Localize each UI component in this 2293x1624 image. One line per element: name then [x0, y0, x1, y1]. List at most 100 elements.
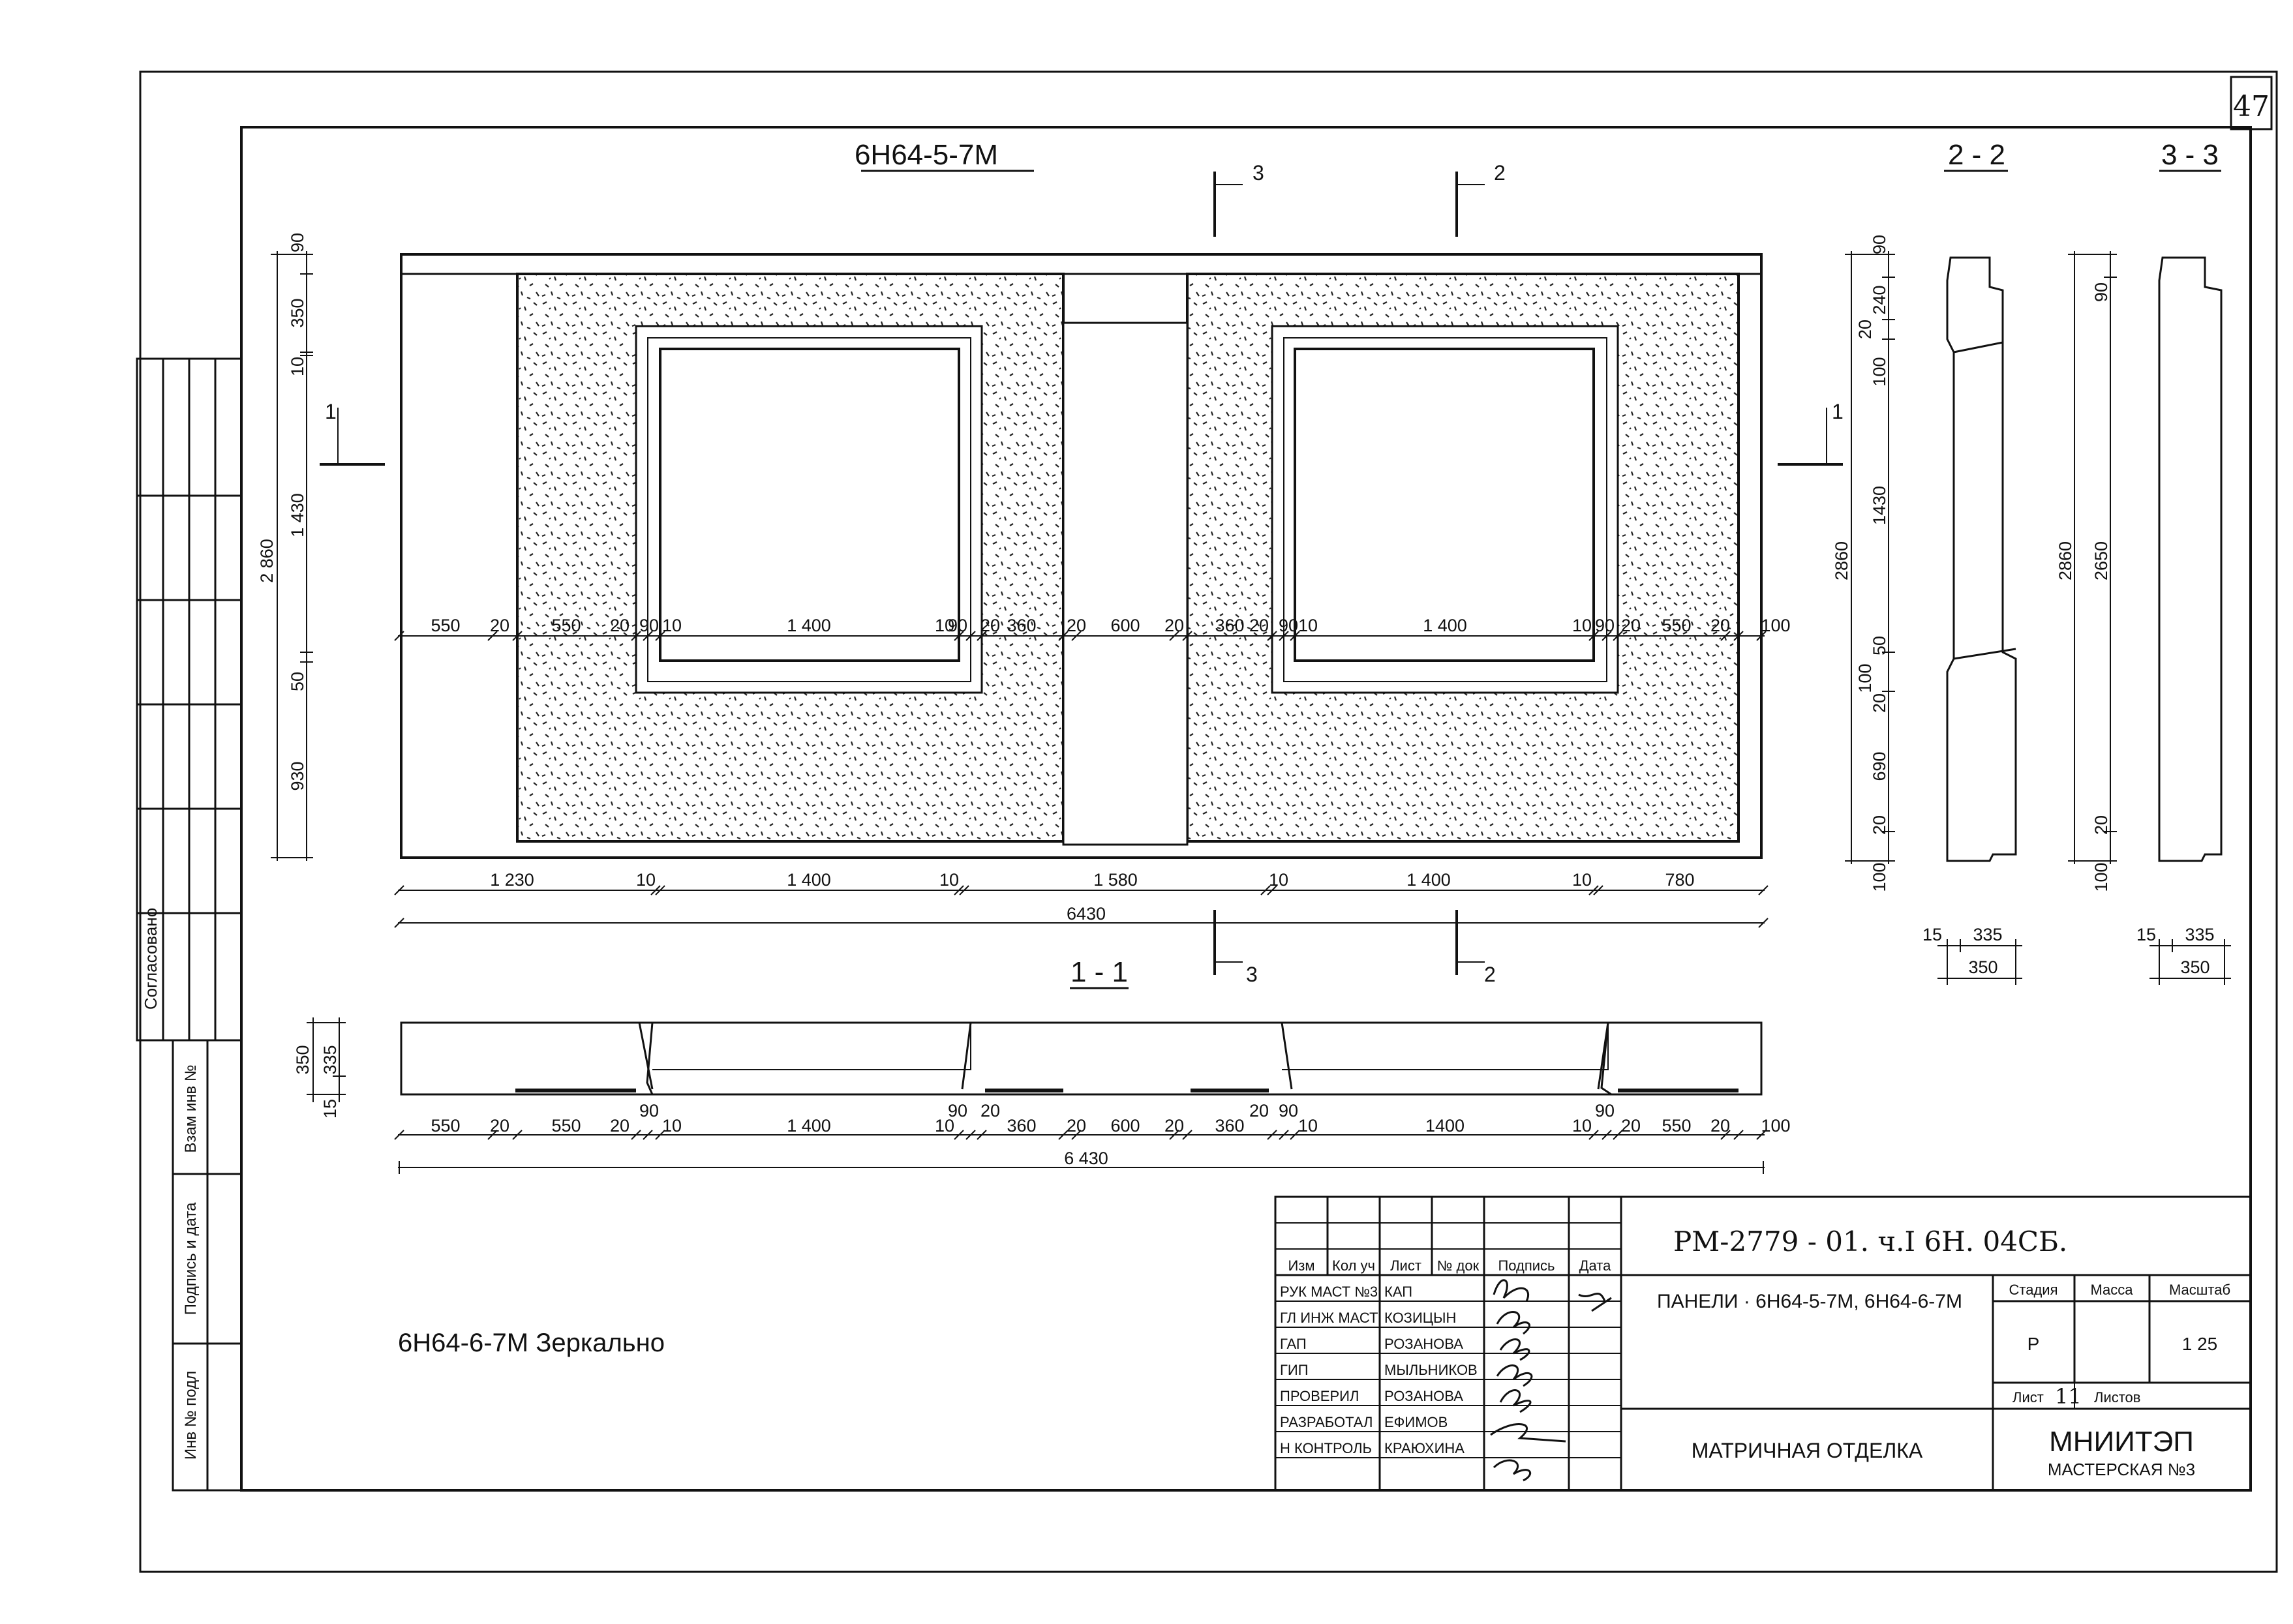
title-block-grid	[1274, 1195, 2252, 1492]
dim-tick	[1169, 1130, 1179, 1140]
sheet-number-box	[2230, 76, 2273, 130]
dim-label: 20	[1710, 616, 1730, 635]
section-22-profile	[1946, 256, 2017, 862]
strip-inv-label: Инв № подл	[182, 1371, 200, 1460]
dim-label: 2860	[1832, 541, 1851, 580]
dim-label: 550	[551, 1116, 581, 1135]
section-22-dim-lines	[1845, 251, 1895, 864]
dim-tick	[1602, 631, 1612, 641]
tb-role: ПРОВЕРИЛ	[1280, 1388, 1359, 1404]
section-33-profile	[2158, 256, 2223, 862]
section-33-title: 3 - 3	[2161, 139, 2219, 171]
dim-label: 360	[1007, 616, 1036, 635]
dim-label: 10	[1572, 616, 1592, 635]
dim-label: 20	[2091, 815, 2111, 835]
document-name: ПАНЕЛИ · 6Н64-5-7М, 6Н64-6-7М	[1657, 1291, 1962, 1312]
dim-label: 360	[1007, 1116, 1036, 1135]
dim-tick	[977, 631, 987, 641]
tb-role: Н КОНТРОЛЬ	[1280, 1440, 1372, 1456]
dim-tick	[394, 918, 404, 928]
dim-tick	[394, 1130, 404, 1140]
dim-label: 240	[1870, 285, 1889, 314]
dim-label: 15	[2136, 925, 2156, 944]
tb-person: МЫЛЬНИКОВ	[1384, 1362, 1478, 1378]
sheets-label: Листов	[2094, 1389, 2140, 1406]
section-33-bottom-dim-lines	[2149, 939, 2231, 985]
dim-tick	[1588, 1130, 1599, 1140]
dim-label: 10	[1269, 870, 1288, 890]
dim-tick	[394, 885, 404, 895]
dim-tick	[1733, 631, 1744, 641]
dim-tick	[1602, 1130, 1612, 1140]
dim-label: 600	[1110, 616, 1140, 635]
dim-label: 10	[1298, 616, 1318, 635]
dim-label: 20	[1249, 1101, 1269, 1120]
tb-person: ЕФИМОВ	[1384, 1414, 1448, 1430]
document-subtitle: МАТРИЧНАЯ ОТДЕЛКА	[1692, 1439, 1923, 1462]
dim-label: 15	[320, 1099, 340, 1119]
dim-label: 20	[1710, 1116, 1730, 1135]
dim-tick	[977, 1130, 987, 1140]
tb-person: КАП	[1384, 1284, 1412, 1300]
dim-tick	[1267, 631, 1277, 641]
dim-label: 2650	[2091, 541, 2111, 580]
cut-mark-label: 2	[1484, 963, 1496, 986]
cut-mark-label: 1	[325, 400, 337, 423]
dim-label: 90	[948, 616, 967, 635]
outer-frame	[139, 70, 2278, 1573]
dim-label: 20	[610, 1116, 630, 1135]
cut-mark-label: 3	[1246, 963, 1258, 986]
cut-mark-label: 2	[1494, 161, 1506, 185]
section-11-overall-dim: 6 430	[1064, 1149, 1108, 1168]
section-22-bottom-dim-lines	[1937, 939, 2022, 985]
tb-col-header: Лист	[1390, 1257, 1421, 1274]
dim-tick	[1182, 1130, 1192, 1140]
dim-label: 20	[1855, 320, 1875, 339]
dim-label: 20	[1870, 815, 1889, 835]
dim-tick	[1733, 1130, 1744, 1140]
dim-tick	[1071, 631, 1082, 641]
dim-tick	[655, 885, 665, 895]
main-overall-dim: 6430	[1067, 904, 1106, 924]
dim-label: 90	[639, 1101, 659, 1120]
dim-label: 90	[2091, 282, 2111, 302]
dim-label: 20	[1621, 616, 1641, 635]
tb-person: РОЗАНОВА	[1384, 1336, 1463, 1352]
dim-label: 50	[288, 672, 307, 691]
dim-tick	[1260, 885, 1271, 895]
section-11-profile	[400, 1021, 1763, 1096]
dim-tick	[1182, 631, 1192, 641]
tb-role: РАЗРАБОТАЛ	[1280, 1414, 1373, 1430]
dim-label: 10	[939, 870, 959, 890]
dim-tick	[1588, 885, 1599, 895]
dim-label: 690	[1870, 751, 1889, 781]
dim-tick	[655, 1130, 665, 1140]
dim-label: 10	[935, 616, 954, 635]
dim-tick	[643, 631, 653, 641]
tb-person: КРАЮХИНА	[1384, 1440, 1465, 1456]
dim-label: 2860	[2056, 541, 2075, 580]
dim-tick	[1290, 1130, 1300, 1140]
dim-label: 20	[1067, 1116, 1086, 1135]
dim-tick	[954, 631, 964, 641]
main-left-dims: 90 350 10 1 430 50 930 2 860	[257, 233, 307, 791]
dim-label: 90	[1279, 1101, 1298, 1120]
dim-tick	[394, 631, 404, 641]
sheet-label: Лист	[2012, 1389, 2044, 1406]
cut-mark-label: 3	[1253, 161, 1264, 185]
dim-label: 90	[1595, 1101, 1615, 1120]
dim-label: 1 400	[787, 616, 831, 635]
strip-vzam-label: Взам инв №	[182, 1064, 200, 1152]
stage-label: Стадия	[2009, 1282, 2058, 1298]
section-11-left-dim-lines	[307, 1017, 346, 1102]
dim-label: 1430	[1870, 486, 1889, 525]
main-left-dim-lines	[271, 251, 313, 861]
dim-label: 1 400	[787, 870, 831, 890]
dim-label: 350	[2180, 957, 2209, 977]
dim-label: 20	[1067, 616, 1086, 635]
dim-tick	[1720, 631, 1731, 641]
dim-tick	[1720, 1130, 1731, 1140]
